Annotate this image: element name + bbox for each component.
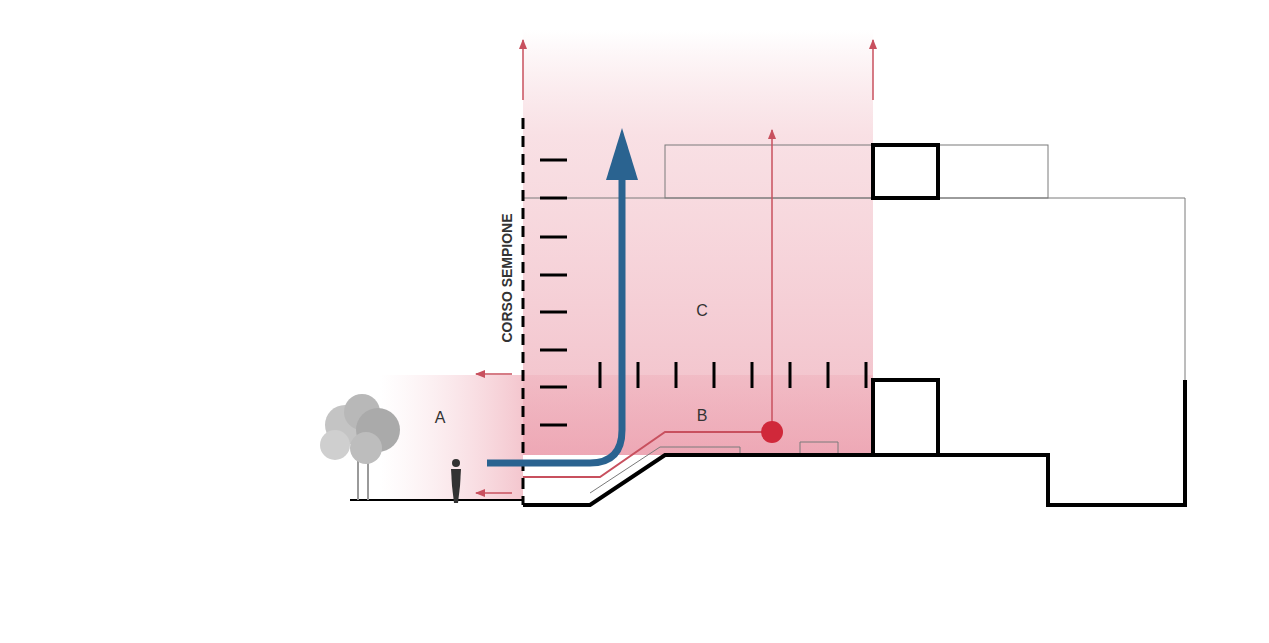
red-path — [523, 432, 772, 477]
red-dot — [761, 421, 783, 443]
pink-band — [523, 30, 873, 455]
pink-band — [380, 375, 523, 500]
zone-label: C — [696, 303, 708, 319]
floor-ticks — [540, 160, 567, 425]
zone-label: B — [697, 408, 708, 424]
pink-band — [523, 375, 873, 455]
tree — [320, 394, 400, 500]
zone-label: A — [435, 410, 446, 426]
ground-line — [350, 499, 523, 501]
boundary-line — [522, 118, 525, 505]
street-name: CORSO SEMPIONE — [500, 213, 514, 342]
red-arrows — [476, 40, 873, 493]
person — [451, 459, 461, 503]
blue-arrowhead — [606, 128, 638, 180]
blue-arrow — [487, 178, 622, 463]
column-ticks — [600, 362, 866, 388]
